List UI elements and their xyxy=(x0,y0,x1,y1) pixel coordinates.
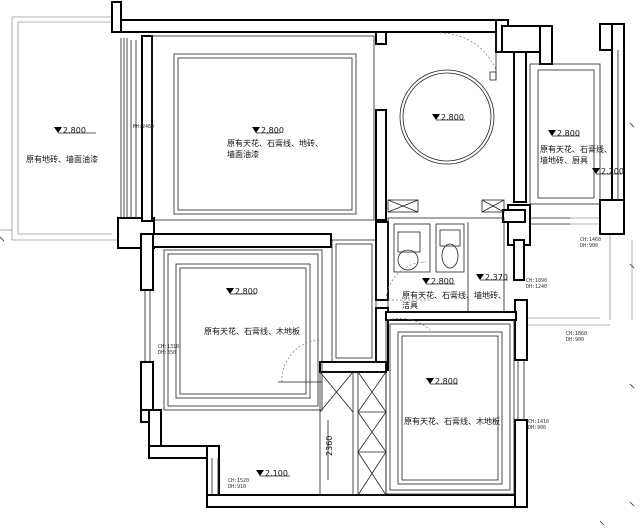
desc-kitchen-2: 墙地砖、厨具 xyxy=(540,155,588,165)
tag-bed2-dh: DH:900 xyxy=(528,425,546,431)
windows xyxy=(120,38,619,495)
marker-bath xyxy=(422,278,430,284)
tag-balcony-window: MH:2480 xyxy=(133,124,154,130)
bedroom1-ceiling xyxy=(163,249,323,411)
elevation-corridor: 2.100 xyxy=(265,469,288,478)
walls xyxy=(111,1,625,508)
bathroom xyxy=(385,217,505,313)
balcony xyxy=(130,40,137,218)
tag-bed1-ch: CH:1310 xyxy=(158,344,179,350)
desc-living-1: 原有天花、石膏线、地砖、 xyxy=(227,138,323,148)
marker-corridor xyxy=(256,470,264,476)
tag-bath-dh: DH:1240 xyxy=(526,284,547,290)
elevation-markers xyxy=(54,114,622,477)
elevation-living: 2.800 xyxy=(261,126,284,135)
elevation-kitchen-2: 2.200 xyxy=(601,167,624,176)
tag-bottom-ch: CH:1520 xyxy=(228,478,249,484)
bedroom2-ceiling xyxy=(385,318,515,495)
living-ceiling xyxy=(151,35,375,221)
desc-bath-2: 洁具 xyxy=(402,300,418,310)
tag-bed2-ch: CH:1410 xyxy=(528,419,549,425)
tag-kitchen-ch: CH:1460 xyxy=(580,237,601,243)
elevation-balcony: 2.800 xyxy=(63,126,86,135)
marker-bedroom1 xyxy=(226,288,234,294)
elevation-bath: 2.800 xyxy=(431,277,454,286)
elevation-dining: 2.800 xyxy=(441,113,464,122)
marker-living xyxy=(252,127,260,133)
marker-kitchen-2 xyxy=(592,168,600,174)
edge-ticks xyxy=(0,122,635,526)
reference-lines xyxy=(0,16,633,326)
tag-kitchen-dh: DH:900 xyxy=(580,243,598,249)
desc-bedroom2: 原有天花、石膏线、木地板 xyxy=(404,416,500,426)
wardrobe-column xyxy=(331,239,377,363)
dining-ceiling xyxy=(399,32,497,165)
dimension-label: 2360 xyxy=(325,436,334,456)
tag-bath-ch: CH:1090 xyxy=(526,278,547,284)
desc-kitchen-1: 原有天花、石膏线、 xyxy=(540,144,612,154)
tag-bed1-dh: DH:350 xyxy=(158,350,176,356)
elevation-kitchen: 2.800 xyxy=(557,129,580,138)
marker-bedroom2 xyxy=(426,378,434,384)
elevation-bedroom2: 2.800 xyxy=(435,377,458,386)
marker-balcony xyxy=(54,127,62,133)
kitchen-cabinets xyxy=(387,63,601,225)
elevation-bath-2: 2.370 xyxy=(485,273,508,282)
tag-right-ch: CH:1860 xyxy=(566,331,587,337)
marker-bath-2 xyxy=(476,274,484,280)
tag-right-dh: DH:900 xyxy=(566,337,584,343)
corridor-wardrobes xyxy=(319,371,387,496)
tag-bottom-dh: DH:910 xyxy=(228,484,246,490)
marker-dining xyxy=(432,114,440,120)
desc-bedroom1: 原有天花、石膏线、木地板 xyxy=(204,326,300,336)
marker-kitchen xyxy=(548,130,556,136)
elevation-bedroom1: 2.800 xyxy=(235,287,258,296)
desc-balcony: 原有地砖、墙面油漆 xyxy=(26,154,98,164)
desc-living-2: 墙面油漆 xyxy=(227,149,259,159)
desc-bath-1: 原有天花、石膏线、墙地砖、 xyxy=(402,290,506,300)
